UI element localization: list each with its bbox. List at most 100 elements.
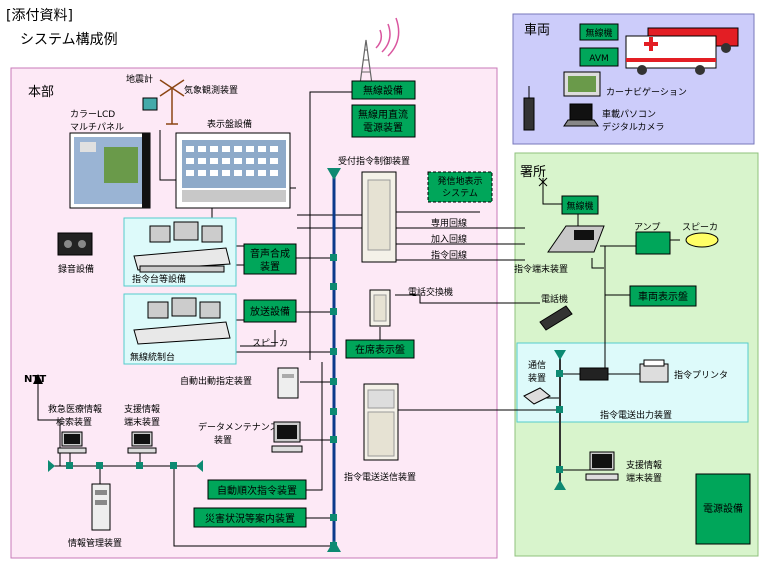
command-terminal-icon [547,225,605,253]
connection-lines [37,91,680,547]
station-antenna-icon [538,177,548,188]
dispatch-output-label: 指令電送出力装置 [600,409,672,421]
vehicle-pc-label-1: 車載パソコン [602,108,656,120]
antenna-tower-icon [359,17,400,85]
command-desk-area: 指令台等設備 [123,217,237,287]
radio-console-label: 無線統制台 [130,351,175,363]
auto-sequence-box: 自動順次指令装置 [207,479,307,500]
hq-support-pc-icon [127,431,157,454]
radio-equipment-box: 無線設備 [351,80,416,100]
receive-control-cabinet [361,171,397,263]
car-navigation-label: カーナビゲーション [606,86,687,98]
phone-label: 電話機 [541,293,568,305]
info-mgmt-label: 情報管理装置 [68,537,122,549]
seismometer-icon [142,97,158,111]
vehicle-board-label: 車両表示盤 [638,290,688,303]
phone-exchange-label: 電話交換機 [408,286,453,298]
info-mgmt-server-icon [91,483,111,531]
broadcast-box: 放送設備 [243,299,297,323]
receive-control-label: 受付指令制御装置 [338,155,410,167]
station-radio-label: 無線機 [566,200,593,212]
output-unit-icon [579,367,609,381]
radio-power-label-1: 無線用直流 [358,108,408,121]
line-label-command: 指令回線 [431,249,467,261]
amp-box [635,231,671,255]
vehicle-pc-label-2: デジタルカメラ [602,121,665,133]
disaster-info-box: 災害状況等案内装置 [193,507,307,528]
voice-synth-label-2: 装置 [260,260,280,273]
station-support-label-2: 端末装置 [626,472,662,484]
lcd-label-1: カラーLCD [70,109,115,120]
comm-device-label-2: 装置 [528,372,546,384]
station-support-pc-icon [585,451,619,481]
laptop-icon [563,103,599,127]
ntt-arrow-icon [33,374,43,384]
weather-label: 気象観測装置 [184,84,238,96]
info-net-left-end [48,460,55,472]
station-speaker-label: スピーカ [682,222,718,233]
broadcast-label: 放送設備 [250,305,290,318]
line-label-subscriber: 加入回線 [431,233,467,245]
auto-dispatch-label: 自動出動指定装置 [180,375,252,387]
disaster-info-label: 災害状況等案内装置 [205,512,295,525]
telephone-icon [539,305,573,331]
dispatch-tx-label: 指令電送送信装置 [344,471,416,483]
line-label-dedicated: 専用回線 [431,217,467,229]
radio-power-box: 無線用直流 電源装置 [351,104,416,138]
printer-label: 指令プリンタ [674,369,728,381]
ntt-label: NTT [24,374,46,385]
hq-support-label-2: 端末装置 [124,416,160,428]
presence-board-label: 在席表示盤 [355,343,405,356]
power-box: 電源設備 [695,473,751,545]
display-board-label: 表示盤設備 [207,118,252,130]
bus-nodes [66,254,563,549]
comm-device-icon [523,387,551,405]
vehicle-radio-box: 無線機 [579,23,619,41]
car-navigation-icon [563,71,601,97]
medical-pc-icon [57,431,87,454]
lcd-label-2: マルチパネル [70,122,124,133]
ambulance-icon [625,35,717,75]
dispatch-tx-cabinet [363,383,399,461]
caller-location-label-2: システム [442,188,478,199]
vehicle-avm-box: AVM [579,47,619,67]
command-terminal-label: 指令端末装置 [514,263,568,275]
caller-location-box: 発信地表示 システム [427,171,493,203]
hq-speaker-label: スピーカ [252,338,288,349]
amp-label: アンプ [634,222,660,233]
medical-label-1: 救急医療情報 [48,403,102,415]
handheld-radio-icon [523,86,535,131]
vehicle-label: 車両 [524,23,550,38]
radio-power-label-2: 電源装置 [363,121,403,134]
auto-sequence-label: 自動順次指令装置 [217,484,297,497]
seismometer-label: 地震計 [126,73,153,85]
attachment-tag: [添付資料] [6,8,73,24]
diagram-title: システム構成例 [20,32,118,48]
lcd-multipanel-icon [69,132,151,209]
station-support-label-1: 支援情報 [626,459,662,471]
phone-exchange-cabinet [369,289,391,327]
vehicle-board-box: 車両表示盤 [629,285,697,307]
info-net-right-end [196,460,203,472]
station-radio-box: 無線機 [561,195,599,215]
station-speaker-icon [685,232,719,248]
voice-synth-box: 音声合成 装置 [243,243,297,275]
data-maint-label-1: データメンテナンス [198,421,279,433]
data-maint-pc-icon [271,421,303,453]
station-label: 署所 [520,165,546,180]
data-maint-label-2: 装置 [214,434,232,446]
comm-device-label-1: 通信 [528,359,546,371]
display-board-icon [175,132,291,209]
command-desk-label: 指令台等設備 [132,273,186,285]
power-label: 電源設備 [703,502,743,515]
radio-console-area: 無線統制台 [123,293,237,365]
medical-label-2: 検索装置 [56,416,92,428]
voice-synth-label-1: 音声合成 [250,247,290,260]
hq-support-label-1: 支援情報 [124,403,160,415]
vehicle-avm-label: AVM [589,54,609,64]
dispatch-output-region [516,342,749,423]
recorder-label: 録音設備 [58,263,94,275]
presence-board-box: 在席表示盤 [345,339,415,359]
radio-equipment-label: 無線設備 [363,84,403,97]
hq-label: 本部 [28,85,54,100]
